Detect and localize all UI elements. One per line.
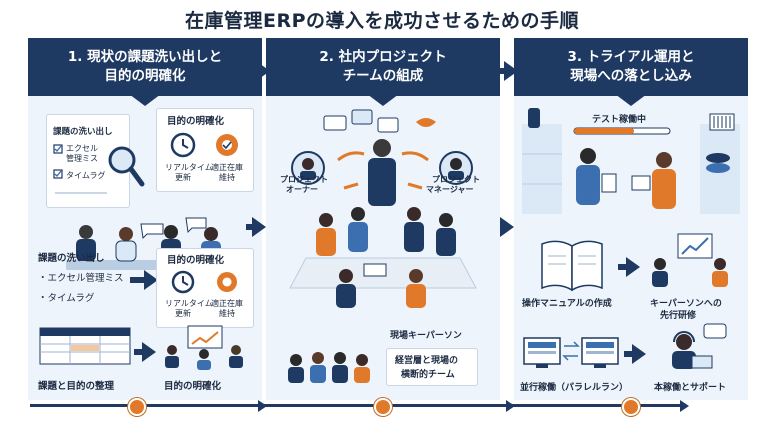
manual-arrowhead [626,257,640,277]
step-2-panel: 2. 社内プロジェクト チームの組成 プロジェクト オー [266,38,500,400]
goal-card-mid-title: 目的の明確化 [167,255,225,266]
goal-card-top-title: 目的の明確化 [167,116,225,127]
goal-realtime2-label: リアルタイム [165,299,213,308]
step-1-header: 1. 現状の課題洗い出しと 目的の明確化 [28,38,262,96]
issue-clipboard-title: 課題の洗い出し [53,127,113,137]
manual-arrow [618,264,628,270]
training-illustration [652,233,728,287]
checkbox-icon [53,144,107,194]
step-3-header: 3. トライアル運用と 現場への落とし込み [514,38,748,96]
panel-arrow-1-top [246,68,258,74]
clock-icon [171,270,195,294]
parallel-monitors-icon [523,337,619,368]
step-3-header-line1: 3. トライアル運用と [567,49,695,65]
clock-icon [170,132,196,158]
step-2-header: 2. 社内プロジェクト チームの組成 [266,38,500,96]
cross-team-line1: 経営層と現場の [395,356,459,366]
manager-label-1: プロジェクト [432,175,480,184]
cross-team-line2: 横断的チーム [401,370,455,380]
goal-card-mid: 目的の明確化 リアルタイム 更新 適正在庫 維持 [156,248,254,328]
team-meeting-illustration [289,109,477,308]
timeline-arrowhead-2 [506,400,515,412]
issue-clipboard-item1b: 管理ミス [66,154,98,163]
keyperson-label: 現場キーパーソン [390,331,462,341]
step-3-header-line2: 現場への落とし込み [570,68,692,84]
goal-inventory-label: 適正在庫 [211,163,243,172]
step-2-header-line2: チームの組成 [342,68,424,84]
parallel-arrow [624,351,634,357]
goal-realtime-label: リアルタイム [165,163,213,172]
presentation-people-illustration [165,325,243,370]
issue-clipboard-item2: タイムラグ [66,171,106,180]
support-operator-illustration [672,323,727,369]
goal-realtime2-label-b: 更新 [175,309,191,318]
step-1-header-line2: 目的の明確化 [104,68,186,84]
gear-check-icon [216,134,238,156]
panel-arrow-1-mid [246,224,254,230]
goal-card-top: 目的の明確化 リアルタイム 更新 適正在庫 維持 [156,108,254,192]
keyperson-training-label-1: キーパーソンへの [650,299,722,309]
panel-arrow-2-top [494,68,506,74]
goal-inventory-label-b: 維持 [219,173,235,182]
page-title: 在庫管理ERPの導入を成功させるための手順 [184,10,580,32]
step-3-panel: 3. トライアル運用と 現場への落とし込み テスト稼働中 操作マニュアルの作成 … [514,38,748,400]
timeline-line [30,404,680,407]
timeline-dot-1 [128,398,146,416]
goal-inventory2-label-b: 維持 [219,309,235,318]
magnifier-icon [108,146,145,187]
issue-list-item2: ・タイムラグ [38,293,95,304]
goal-realtime-label-b: 更新 [175,173,191,182]
manager-label-2: マネージャー [426,185,474,194]
cross-team-people-illustration [288,352,370,383]
organize-arrowhead [142,342,156,362]
golive-label: 本稼働とサポート [654,383,727,393]
timeline-dot-2 [374,398,392,416]
timeline-dot-3 [622,398,640,416]
timeline-arrowhead-1 [258,400,267,412]
step-1-header-line1: 1. 現状の課題洗い出しと [67,49,223,65]
step-3-header-notch [615,94,647,106]
step-1-header-notch [129,94,161,106]
owner-label-2: オーナー [286,185,318,194]
spreadsheet-icon [39,327,131,365]
cross-team-callout: 経営層と現場の 横断的チーム [386,348,478,386]
issue-to-goal-arrow [130,277,144,283]
issue-clipboard-item1: エクセル [66,144,98,153]
timeline-arrowhead-3 [680,400,689,412]
organize-arrow [134,349,144,355]
issue-list-title: 課題の洗い出し [38,253,105,264]
gear-check-icon [217,272,237,292]
test-running-label: テスト稼働中 [592,115,647,125]
parallel-run-label: 並行稼働（パラレルラン） [520,383,629,393]
goal-inventory2-label: 適正在庫 [211,299,243,308]
goal-bottom-label: 目的の明確化 [164,381,222,392]
organize-label: 課題と目的の整理 [38,381,115,392]
manual-book-icon [541,240,603,292]
parallel-arrowhead [632,344,646,364]
issue-to-goal-arrowhead [144,270,158,290]
panel-arrowhead-1-mid [252,217,266,237]
step-2-header-notch [367,94,399,106]
manual-label: 操作マニュアルの作成 [522,299,612,309]
panel-arrowhead-2-mid [500,217,514,237]
issue-list-item1: ・エクセル管理ミス [38,273,124,284]
owner-label-1: プロジェクト [280,175,328,184]
keyperson-training-label-2: 先行研修 [660,311,697,321]
step-1-panel: 1. 現状の課題洗い出しと 目的の明確化 課題の洗い出し エクセル 管理ミス タ… [28,38,262,400]
test-operation-illustration [522,108,740,214]
step-2-header-line1: 2. 社内プロジェクト [319,49,447,65]
